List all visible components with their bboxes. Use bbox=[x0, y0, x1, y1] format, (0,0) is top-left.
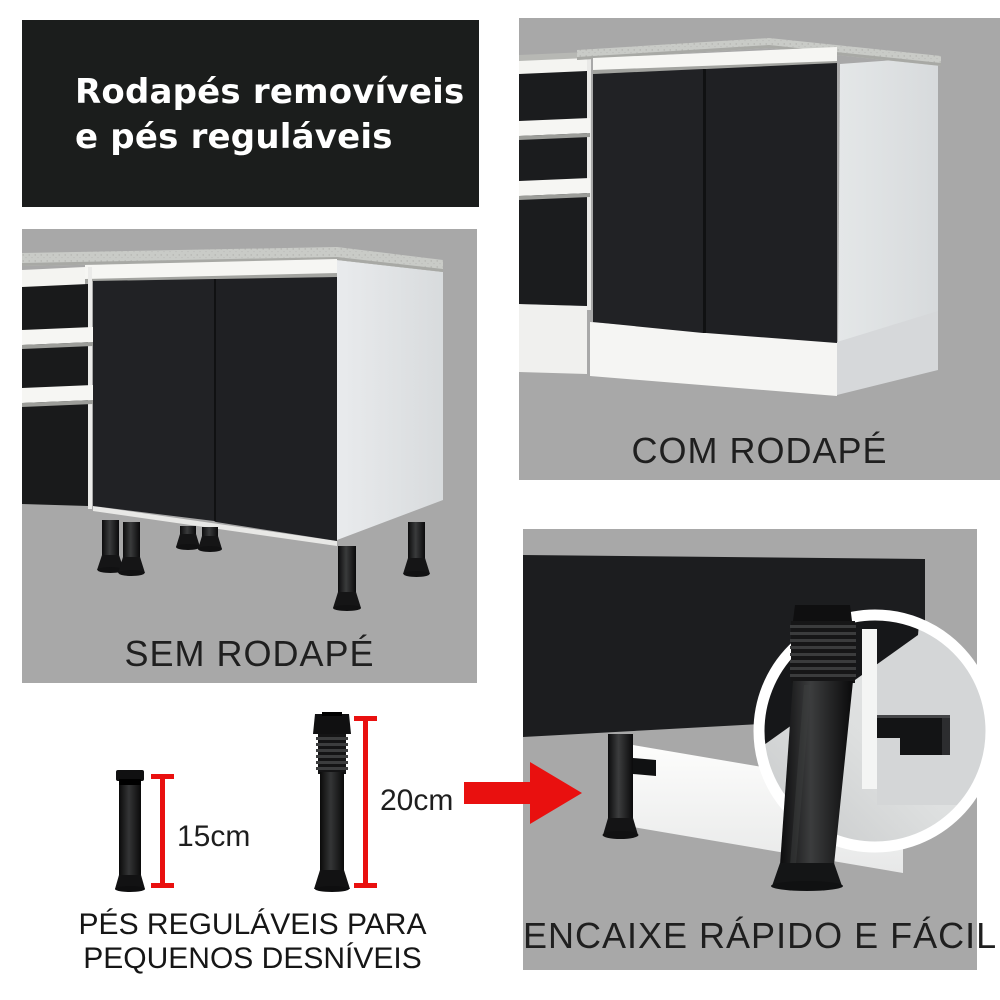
foot-thread-ridges bbox=[316, 737, 348, 770]
measure-cap bbox=[151, 774, 174, 779]
cabinet-door-right bbox=[706, 63, 837, 343]
drawer-shadow-line bbox=[519, 133, 590, 140]
panel-encaixe: ENCAIXE RÁPIDO E FÁCIL bbox=[523, 529, 998, 970]
lens-clip-highlight bbox=[877, 715, 950, 718]
foot-flare bbox=[115, 875, 145, 889]
foot-body bbox=[119, 785, 141, 879]
plinth-front-left bbox=[519, 304, 587, 374]
drawer-handle-strip bbox=[22, 327, 93, 345]
drawer-shadow-line bbox=[22, 342, 93, 349]
cabinet-leg bbox=[118, 522, 145, 576]
leg-foot-base bbox=[771, 881, 843, 891]
leg-foot-base bbox=[602, 831, 639, 839]
cabinet-without-plinth-illustration bbox=[22, 247, 443, 611]
foot-collar bbox=[119, 779, 141, 787]
left-handle-rail bbox=[22, 267, 85, 288]
foot-flare bbox=[314, 870, 350, 889]
leg-body bbox=[608, 734, 633, 820]
drawer-handle-strip bbox=[519, 118, 590, 136]
title-line-2: e pés reguláveis bbox=[75, 117, 393, 157]
adjustable-legs bbox=[97, 520, 430, 611]
drawer-shadow-line bbox=[22, 400, 93, 407]
caption-encaixe: ENCAIXE RÁPIDO E FÁCIL bbox=[523, 915, 998, 956]
caption-com-rodape: COM RODAPÉ bbox=[631, 430, 888, 471]
drawer-handle-strip bbox=[22, 385, 93, 403]
door-gap-line bbox=[703, 69, 706, 333]
lens-board-edge bbox=[862, 629, 877, 789]
leg-foot bbox=[603, 818, 638, 835]
cabinet-leg bbox=[333, 546, 361, 611]
drawer-handle-strip bbox=[519, 178, 590, 196]
leg-foot bbox=[772, 863, 842, 886]
title-line-1: Rodapés removíveis bbox=[75, 72, 465, 112]
cabinet-door-left bbox=[593, 69, 703, 333]
cabinet-door-left bbox=[93, 279, 214, 521]
cabinet-leg bbox=[198, 527, 222, 552]
main-handle-rail bbox=[593, 47, 837, 74]
panel-sem-rodape: SEM RODAPÉ bbox=[22, 229, 477, 683]
foot-cap bbox=[116, 770, 144, 781]
measure-cap bbox=[151, 883, 174, 888]
feet-caption-line-2: PEQUENOS DESNÍVEIS bbox=[83, 942, 422, 975]
cabinet-leg-with-clip bbox=[602, 734, 656, 839]
cabinet-body bbox=[519, 38, 941, 396]
foot-cap bbox=[313, 714, 351, 734]
measurement-line bbox=[151, 774, 174, 888]
cabinet-body bbox=[22, 247, 443, 546]
cabinet-leg bbox=[97, 520, 124, 573]
tall-foot-illustration bbox=[313, 712, 351, 892]
feet-caption-line-1: PÉS REGULÁVEIS PARA bbox=[78, 908, 427, 941]
leg-highlight bbox=[790, 685, 811, 865]
panel-com-rodape: COM RODAPÉ bbox=[519, 18, 1000, 480]
measure-cap bbox=[354, 716, 377, 721]
foot-base bbox=[315, 886, 349, 892]
cabinet-leg bbox=[403, 522, 430, 577]
drawer-shadow-line bbox=[519, 193, 590, 200]
height-label-20cm: 20cm bbox=[380, 784, 454, 817]
plinth-front bbox=[590, 322, 837, 396]
leg-thread-ridges bbox=[790, 625, 856, 677]
feet-caption: PÉS REGULÁVEIS PARA PEQUENOS DESNÍVEIS bbox=[55, 908, 450, 976]
countertop-edge bbox=[577, 45, 941, 66]
countertop bbox=[577, 38, 941, 66]
countertop-edge bbox=[22, 257, 443, 272]
door-gap-line bbox=[214, 279, 216, 522]
lens-ring bbox=[753, 609, 997, 853]
lens-clip-face bbox=[942, 717, 950, 755]
cabinet-bottom-sliver bbox=[93, 506, 337, 546]
cabinet-door-right bbox=[216, 277, 337, 541]
handle-shadow-line bbox=[593, 61, 837, 74]
leg-snap-fit-illustration bbox=[523, 555, 997, 891]
leg-body bbox=[780, 681, 853, 865]
magnified-threaded-leg bbox=[771, 605, 856, 891]
lens-snap-clip bbox=[877, 715, 950, 755]
foot-body bbox=[320, 772, 344, 876]
caption-sem-rodape: SEM RODAPÉ bbox=[124, 633, 375, 674]
cabinet-leg bbox=[176, 526, 200, 550]
right-arrow-icon bbox=[464, 762, 582, 824]
measurement-line bbox=[354, 716, 377, 888]
height-label-15cm: 15cm bbox=[177, 820, 251, 853]
foot-cap-slot bbox=[322, 712, 342, 716]
leg-thread-block bbox=[791, 621, 855, 683]
plinth-side-face bbox=[837, 311, 938, 395]
cabinet-side-panel bbox=[838, 57, 938, 344]
measure-cap bbox=[354, 883, 377, 888]
leg-cap bbox=[793, 605, 852, 621]
left-handle-rail bbox=[519, 58, 587, 75]
cabinet-with-plinth-illustration bbox=[519, 38, 941, 396]
snap-clip bbox=[633, 758, 656, 776]
short-foot-illustration bbox=[115, 770, 145, 892]
title-banner: Rodapés removíveis e pés reguláveis bbox=[22, 20, 479, 207]
foot-base bbox=[115, 886, 145, 892]
right-arrow-shape bbox=[464, 762, 582, 824]
cabinet-side-panel bbox=[337, 260, 443, 540]
